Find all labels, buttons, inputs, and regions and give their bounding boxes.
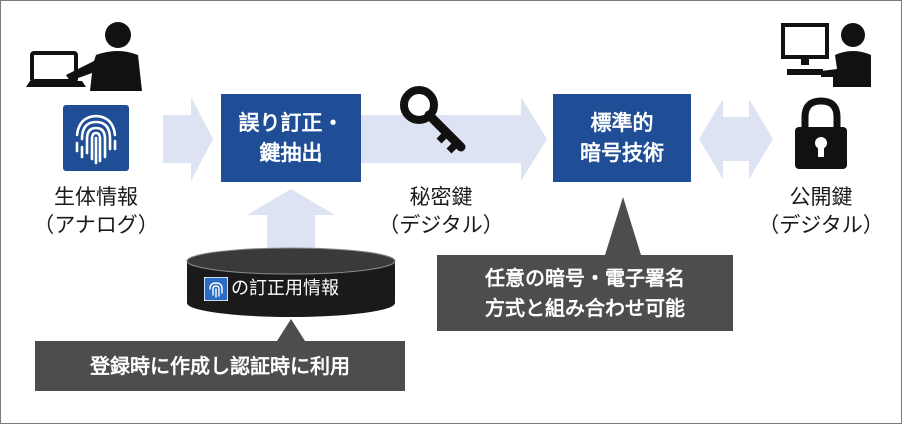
- combination-line2: 方式と組み合わせ可能: [485, 296, 685, 320]
- public-key-line1: 公開鍵: [789, 185, 853, 209]
- crypto-line1: 標準的: [590, 111, 654, 135]
- callout-pointer-combination: [605, 197, 641, 255]
- helper-data-label: の訂正用情報: [231, 278, 339, 299]
- error-correction-line1: 誤り訂正・: [238, 111, 344, 135]
- secret-key-line2: （デジタル）: [378, 213, 504, 237]
- crypto-box: 標準的 暗号技術: [553, 94, 691, 182]
- padlock-icon: [795, 97, 847, 169]
- key-icon: [400, 86, 466, 154]
- helper-database-cylinder: [186, 247, 396, 317]
- public-key-line2: （デジタル）: [758, 213, 884, 237]
- error-correction-line2: 鍵抽出: [259, 141, 323, 165]
- secret-key-line1: 秘密鍵: [409, 185, 473, 209]
- callout-pointer-registration: [277, 319, 305, 341]
- combination-callout: 任意の暗号・電子署名 方式と組み合わせ可能: [437, 255, 733, 331]
- combination-line1: 任意の暗号・電子署名: [485, 266, 685, 290]
- biometric-line1: 生体情報: [54, 185, 138, 209]
- arrow-crypto-public: [699, 99, 773, 179]
- person-laptop-icon: [26, 22, 142, 91]
- registration-callout: 登録時に作成し認証時に利用: [35, 341, 405, 391]
- registration-callout-text: 登録時に作成し認証時に利用: [90, 354, 350, 378]
- public-key-label: 公開鍵 （デジタル）: [746, 183, 896, 239]
- arrow-helper-up: [247, 189, 335, 249]
- fingerprint-icon: [63, 105, 129, 171]
- error-correction-box: 誤り訂正・ 鍵抽出: [221, 94, 361, 182]
- biometric-label: 生体情報 （アナログ）: [21, 183, 171, 239]
- secret-key-label: 秘密鍵 （デジタル）: [366, 183, 516, 239]
- small-fingerprint-icon: [204, 277, 228, 301]
- biometric-line2: （アナログ）: [33, 213, 159, 237]
- person-computer-icon: [781, 23, 871, 87]
- arrow-bio-to-ecc: [163, 97, 213, 181]
- crypto-line2: 暗号技術: [580, 141, 664, 165]
